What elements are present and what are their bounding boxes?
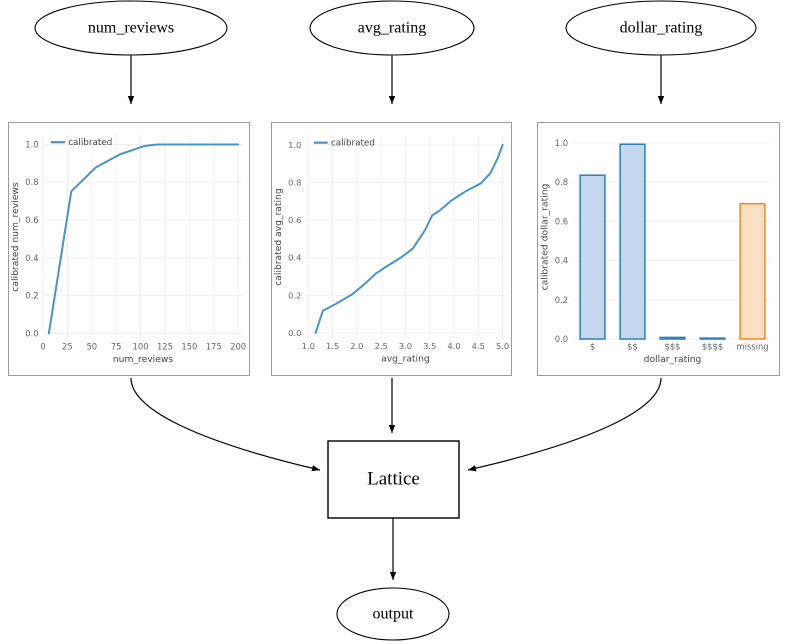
svg-text:0.8: 0.8 <box>25 177 38 187</box>
svg-text:2.0: 2.0 <box>350 341 363 351</box>
svg-text:0.8: 0.8 <box>555 177 568 187</box>
svg-text:0.0: 0.0 <box>25 328 38 338</box>
svg-text:0.4: 0.4 <box>288 253 301 263</box>
svg-text:$: $ <box>590 341 595 351</box>
panel-avg-rating: 1.0 1.5 2.0 2.5 3.0 3.5 4.0 4.5 5.0 0.0 0.2 0.4 0.6 0… <box>271 122 512 376</box>
node-num-reviews[interactable]: num_reviews <box>34 0 228 56</box>
svg-text:100: 100 <box>133 341 149 351</box>
svg-text:calibrated num_reviews: calibrated num_reviews <box>10 182 21 292</box>
svg-text:0.2: 0.2 <box>25 291 38 301</box>
svg-text:3.5: 3.5 <box>423 341 436 351</box>
svg-text:4.0: 4.0 <box>447 341 460 351</box>
svg-text:0.8: 0.8 <box>288 177 301 187</box>
svg-text:$$$: $$$ <box>665 341 681 351</box>
svg-text:$$$$: $$$$ <box>702 341 723 351</box>
node-avg-rating[interactable]: avg_rating <box>309 0 475 56</box>
node-num-reviews-label: num_reviews <box>88 20 174 37</box>
node-dollar-rating[interactable]: dollar_rating <box>565 0 757 56</box>
node-output[interactable]: output <box>336 587 450 641</box>
panel-num-reviews: 0 25 50 75 100 125 150 175 200 0.0 0.2 0.4 0.6 0.8 1.0… <box>8 122 250 376</box>
svg-text:5.0: 5.0 <box>496 341 509 351</box>
svg-text:0.4: 0.4 <box>555 256 568 266</box>
svg-text:2.5: 2.5 <box>375 341 388 351</box>
node-output-label: output <box>373 606 414 623</box>
node-dollar-rating-label: dollar_rating <box>620 20 703 37</box>
chart-dollar-rating: $$$$$$$$$$missing0.00.20.40.60.81.0dolla… <box>540 135 773 365</box>
edge-panel-dollar-rating-to-lattice <box>467 377 662 472</box>
svg-text:1.0: 1.0 <box>555 138 568 148</box>
svg-text:0.2: 0.2 <box>555 295 568 305</box>
svg-text:4.5: 4.5 <box>472 341 485 351</box>
svg-text:0.6: 0.6 <box>555 216 568 226</box>
svg-text:150: 150 <box>181 341 197 351</box>
svg-text:0.6: 0.6 <box>288 215 301 225</box>
svg-text:calibrated: calibrated <box>68 138 112 148</box>
svg-text:1.0: 1.0 <box>25 139 38 149</box>
svg-text:0.6: 0.6 <box>25 215 38 225</box>
svg-text:25: 25 <box>62 341 73 351</box>
svg-text:missing: missing <box>736 341 768 351</box>
svg-text:dollar_rating: dollar_rating <box>644 354 702 365</box>
svg-text:avg_rating: avg_rating <box>381 354 430 365</box>
svg-text:3.0: 3.0 <box>399 341 412 351</box>
node-lattice-label: Lattice <box>367 468 420 489</box>
svg-text:$$: $$ <box>627 341 638 351</box>
edge-panel-num-reviews-to-lattice <box>130 377 321 472</box>
svg-text:125: 125 <box>157 341 173 351</box>
svg-text:1.0: 1.0 <box>302 341 315 351</box>
svg-text:0.0: 0.0 <box>555 334 568 344</box>
svg-text:200: 200 <box>230 341 246 351</box>
svg-text:0.0: 0.0 <box>288 328 301 338</box>
svg-text:calibrated: calibrated <box>331 138 375 148</box>
svg-text:0.2: 0.2 <box>288 290 301 300</box>
svg-text:1.0: 1.0 <box>288 140 301 150</box>
svg-text:0: 0 <box>40 341 45 351</box>
chart-num-reviews: 0 25 50 75 100 125 150 175 200 0.0 0.2 0.4 0.6 0.8 1.0… <box>10 135 246 365</box>
chart-avg-rating: 1.0 1.5 2.0 2.5 3.0 3.5 4.0 4.5 5.0 0.0 0.2 0.4 0.6 0… <box>273 135 509 365</box>
svg-text:num_reviews: num_reviews <box>113 354 174 365</box>
svg-text:calibrated avg_rating: calibrated avg_rating <box>273 188 284 285</box>
node-avg-rating-label: avg_rating <box>358 20 426 37</box>
svg-text:0.4: 0.4 <box>25 253 38 263</box>
svg-text:175: 175 <box>206 341 222 351</box>
svg-text:1.5: 1.5 <box>326 341 339 351</box>
svg-text:50: 50 <box>86 341 97 351</box>
svg-text:calibrated dollar_rating: calibrated dollar_rating <box>540 184 551 291</box>
svg-text:75: 75 <box>111 341 122 351</box>
node-lattice[interactable]: Lattice <box>327 440 460 519</box>
